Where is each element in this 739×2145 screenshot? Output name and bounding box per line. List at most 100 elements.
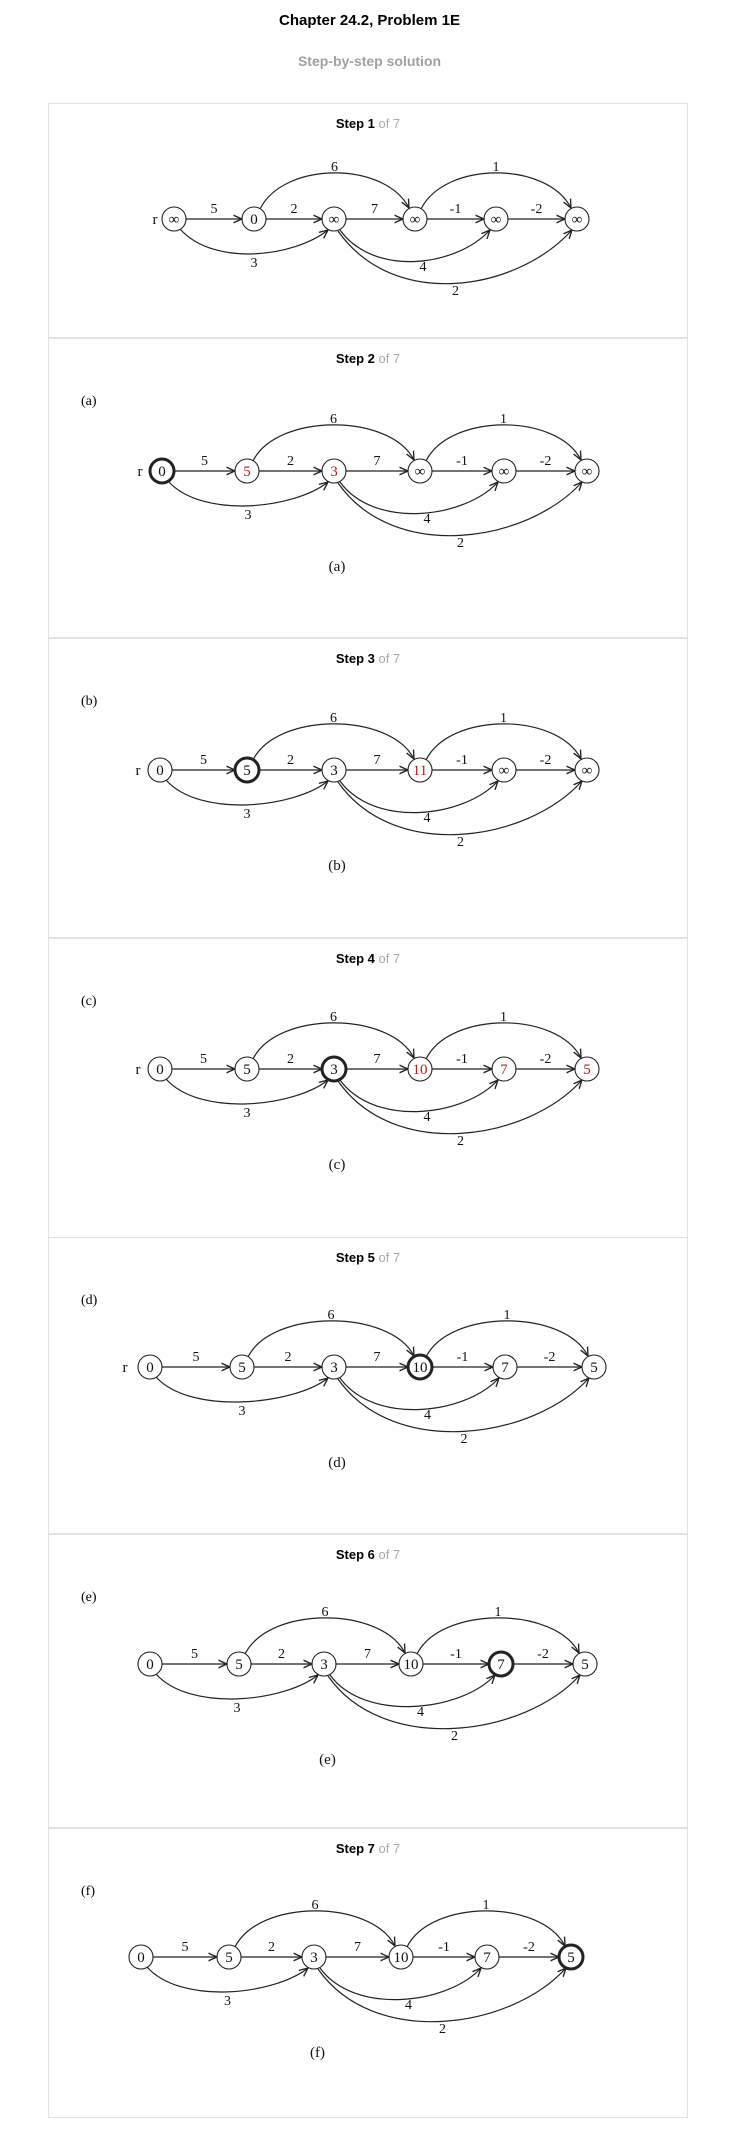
edge-weight-label: 2 bbox=[461, 1432, 468, 1447]
graph-edge bbox=[337, 781, 582, 836]
edge-weight-label: 5 bbox=[182, 1940, 189, 1955]
graph-node-value: ∞ bbox=[572, 212, 583, 228]
graph-node: 5 bbox=[581, 1354, 607, 1380]
graph-node-value: 3 bbox=[330, 763, 338, 779]
step-of-total: of 7 bbox=[374, 951, 401, 966]
edge-weight-label: 6 bbox=[312, 1898, 319, 1913]
graph-edge bbox=[259, 172, 409, 209]
figure-caption: (d) bbox=[328, 1455, 346, 1471]
edge-weight-label: 7 bbox=[374, 753, 381, 768]
graph-node-circle bbox=[147, 1056, 173, 1082]
graph-node: 5 bbox=[229, 1354, 255, 1380]
graph-edge bbox=[319, 1968, 481, 2001]
graph-node: 0 bbox=[137, 1354, 163, 1380]
edge-weight-label: 3 bbox=[251, 256, 258, 271]
graph-node-value: ∞ bbox=[329, 212, 340, 228]
graph-node-value: 5 bbox=[235, 1657, 243, 1673]
step-of-total: of 7 bbox=[374, 1547, 401, 1562]
graph-node: 5 bbox=[574, 1056, 600, 1082]
edge-weight-label: 7 bbox=[354, 1940, 361, 1955]
graph-edge bbox=[337, 1080, 582, 1135]
step-header: Step 4 of 7 bbox=[49, 951, 687, 966]
edge-weight-label: 7 bbox=[374, 1052, 381, 1067]
panel-label: (d) bbox=[81, 1293, 98, 1308]
graph-node-circle bbox=[406, 1353, 434, 1381]
graph-node: 5 bbox=[233, 756, 261, 784]
graph-node-circle bbox=[574, 757, 600, 783]
graph-edge bbox=[165, 779, 328, 806]
graph-node-value: ∞ bbox=[499, 763, 510, 779]
edge-weight-label: 2 bbox=[287, 753, 294, 768]
graph-node-value: 0 bbox=[146, 1360, 154, 1376]
graph-node-value: 5 bbox=[225, 1950, 233, 1966]
edge-weight-label: 3 bbox=[244, 807, 251, 822]
step-of-total: of 7 bbox=[374, 1250, 401, 1265]
graph-edge bbox=[339, 1080, 498, 1113]
edge-weight-label: 4 bbox=[424, 1408, 431, 1423]
figure-caption: (f) bbox=[310, 2045, 325, 2061]
graph-node-value: 3 bbox=[330, 464, 338, 480]
edge-weight-label: -2 bbox=[540, 454, 552, 469]
edge-weight-label: -2 bbox=[531, 202, 543, 217]
graph-node: 5 bbox=[234, 1056, 260, 1082]
graph-node-circle bbox=[407, 757, 433, 783]
graph-node-value: 0 bbox=[156, 1062, 164, 1078]
graph-node-circle bbox=[581, 1354, 607, 1380]
graph-node-circle bbox=[572, 1651, 598, 1677]
edge-weight-label: 4 bbox=[424, 1110, 431, 1125]
edge-weight-label: 3 bbox=[239, 1404, 246, 1419]
step-header: Step 7 of 7 bbox=[49, 1841, 687, 1856]
edge-weight-label: 7 bbox=[374, 454, 381, 469]
graph-node-circle bbox=[128, 1944, 154, 1970]
graph-node: ∞ bbox=[491, 458, 517, 484]
graph-node-value: ∞ bbox=[582, 464, 593, 480]
edge-weight-label: -2 bbox=[540, 753, 552, 768]
edge-weight-label: 5 bbox=[193, 1350, 200, 1365]
edge-weight-label: -1 bbox=[456, 753, 468, 768]
graph-node: 0 bbox=[148, 457, 176, 485]
graph-node: 10 bbox=[388, 1944, 414, 1970]
edge-weight-label: 5 bbox=[200, 753, 207, 768]
graph-node-value: 3 bbox=[330, 1062, 338, 1078]
source-r-label: r bbox=[136, 763, 141, 779]
graph-node: 3 bbox=[311, 1651, 337, 1677]
edge-weight-label: -1 bbox=[456, 1052, 468, 1067]
graph-node-value: 10 bbox=[404, 1657, 419, 1673]
edge-weight-label: -1 bbox=[438, 1940, 450, 1955]
edge-weight-label: 4 bbox=[424, 512, 431, 527]
source-r-label: r bbox=[136, 1062, 141, 1078]
edge-weight-label: 3 bbox=[224, 1994, 231, 2009]
edge-weight-label: 4 bbox=[417, 1705, 424, 1720]
graph-node: 11 bbox=[407, 757, 433, 783]
graph-edge bbox=[329, 1675, 495, 1708]
graph-node-value: 0 bbox=[156, 763, 164, 779]
graph-edge bbox=[420, 172, 571, 209]
edge-weight-label: 6 bbox=[330, 1010, 337, 1025]
step-of-total: of 7 bbox=[374, 651, 401, 666]
graph-edge bbox=[179, 228, 328, 255]
figure-caption: (e) bbox=[319, 1752, 336, 1768]
graph-node-circle bbox=[487, 1650, 515, 1678]
edge-weight-label: 1 bbox=[495, 1605, 502, 1620]
edge-weight-label: 5 bbox=[200, 1052, 207, 1067]
graph-node: 5 bbox=[226, 1651, 252, 1677]
graph-node: 3 bbox=[321, 757, 347, 783]
graph-node: 7 bbox=[474, 1944, 500, 1970]
graph-node-value: 3 bbox=[330, 1360, 338, 1376]
graph-node-value: 11 bbox=[413, 763, 427, 779]
step-label: Step 7 bbox=[335, 1841, 375, 1856]
graph-node-circle bbox=[321, 206, 347, 232]
edge-weight-label: 2 bbox=[452, 284, 459, 299]
graph-node-value: 0 bbox=[158, 464, 166, 480]
graph-node-value: 0 bbox=[137, 1950, 145, 1966]
graph-node-circle bbox=[216, 1944, 242, 1970]
edge-weight-label: -2 bbox=[523, 1940, 535, 1955]
graph-node-value: ∞ bbox=[410, 212, 421, 228]
graph-node-value: 3 bbox=[320, 1657, 328, 1673]
graph-edge bbox=[425, 723, 581, 760]
graph-node-circle bbox=[161, 206, 187, 232]
